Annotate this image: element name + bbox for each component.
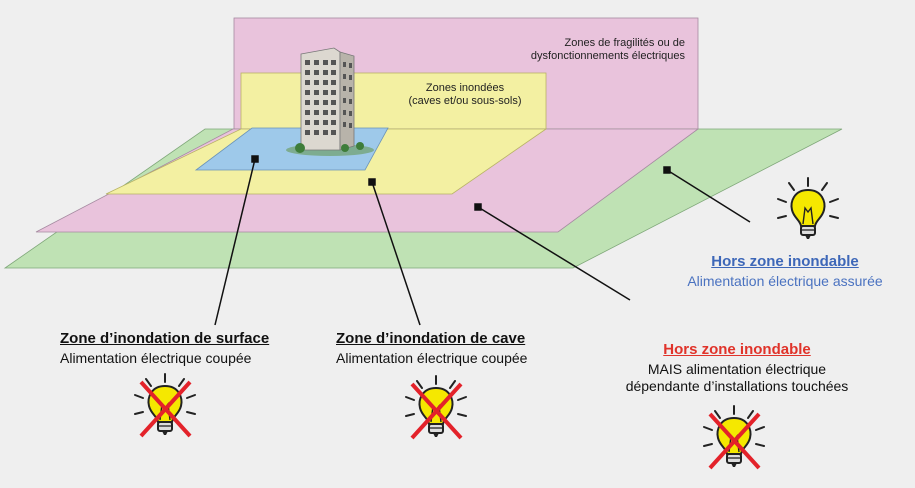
fragility-label-line1: Zones de fragilités ou de [564,37,685,49]
bulb-on-icon [777,177,839,240]
caption-surface: Zone d’inondation de surface Alimentatio… [60,330,269,367]
building-icon [286,47,374,156]
pointer-marker-outside-ok [663,166,671,174]
bulb-off-icon [703,405,765,470]
caption-cave: Zone d’inondation de cave Alimentation é… [336,330,527,367]
caption-outside-ok-text: Alimentation électrique assurée [687,273,883,289]
pointer-line-cave [371,181,421,326]
fragility-zone-label: Zones de fragilités ou de dysfonctionnem… [531,37,685,63]
pointer-marker-outside-affected [474,203,482,211]
fragility-label-line2: dysfonctionnements électriques [530,50,685,63]
caption-outside-affected-title: Hors zone inondable [663,341,811,358]
caption-cave-title: Zone d’inondation de cave [336,330,526,347]
pointer-line-surface [214,158,256,326]
pointer-marker-surface [251,155,259,163]
bulb-off-icon [134,373,196,438]
flooded-label-line1: Zones inondées [425,82,505,94]
flooded-zone-label: Zones inondées (caves et/ou sous-sols) [390,82,540,108]
caption-outside-affected-line2: dépendante d’installations touchées [625,377,849,394]
caption-outside-affected: Hors zone inondable MAIS alimentation él… [598,341,876,395]
caption-surface-text: Alimentation électrique coupée [60,350,252,366]
pointer-marker-cave [368,178,376,186]
caption-outside-ok-title: Hors zone inondable [711,253,859,270]
caption-surface-title: Zone d’inondation de surface [60,330,270,347]
flooded-zone-wall [240,72,547,130]
flooded-label-line2: (caves et/ou sous-sols) [408,95,522,108]
caption-outside-ok: Hors zone inondable Alimentation électri… [660,253,910,290]
pointer-line-outside-ok [666,169,751,223]
bulb-off-icon [405,375,467,440]
pointer-line-outside-affected [477,206,631,301]
caption-outside-affected-line1: MAIS alimentation électrique [647,361,827,377]
caption-cave-text: Alimentation électrique coupée [336,350,528,366]
